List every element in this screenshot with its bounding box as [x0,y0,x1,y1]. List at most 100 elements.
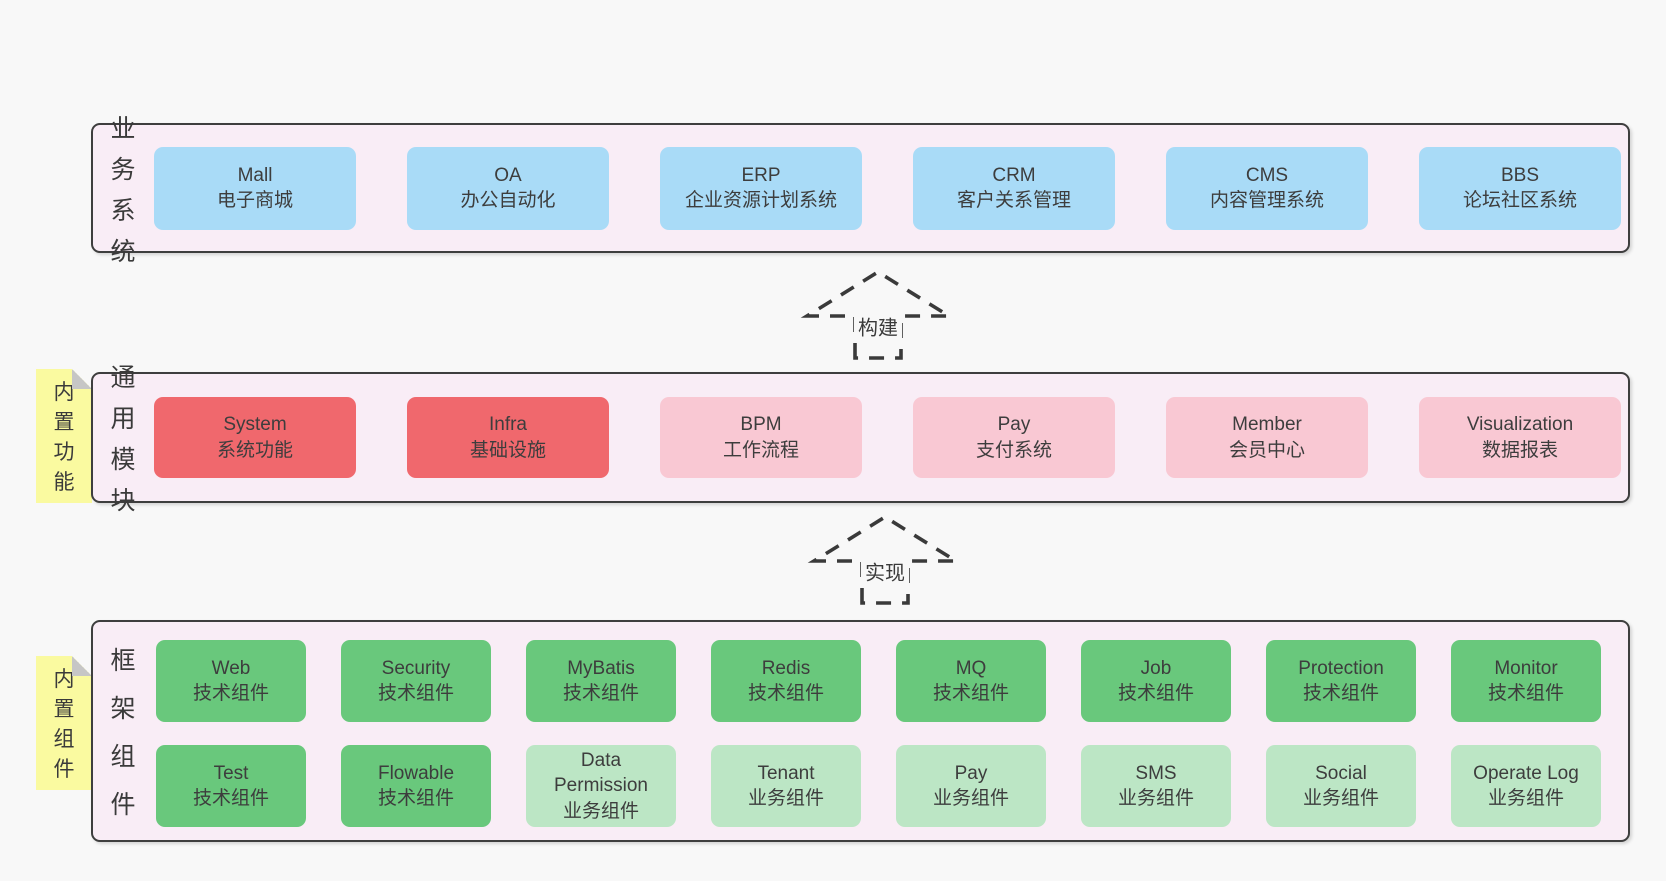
arrow-implement-label: 实现 [861,555,909,587]
module-box-title: Data Permission [554,749,648,797]
vertical-char: 统 [110,237,136,266]
module-box-protection: Protection 技术组件 [1266,640,1416,722]
vertical-char: 通 [110,364,136,392]
vertical-char: 件 [53,758,75,781]
module-box-subtitle: 业务组件 [747,788,824,809]
module-box-subtitle: 客户关系管理 [956,190,1071,211]
module-box-subtitle: 技术组件 [377,683,454,704]
module-box-subtitle: 业务组件 [932,788,1009,809]
vertical-char: 用 [110,405,136,433]
module-box-title: Pay [954,762,988,784]
vertical-char: 业 [110,114,136,143]
module-box-subtitle: 论坛社区系统 [1462,190,1577,211]
module-box-subtitle: 基础设施 [469,439,546,461]
sticky-note-label: 内置功能 [54,376,75,496]
module-box-title: SMS [1135,762,1177,784]
module-box-flowable: Flowable 技术组件 [341,745,491,827]
module-box-subtitle: 技术组件 [1487,683,1564,704]
vertical-char: 组 [53,728,75,751]
sticky-note-built-in-components: 内置组件 [36,656,92,790]
module-box-title: Visualization [1466,414,1574,436]
module-box-subtitle: 技术组件 [562,683,639,704]
layer-label: 通用模块 [93,364,153,515]
vertical-char: 系 [110,196,136,225]
module-box-subtitle: 办公自动化 [460,190,556,211]
layer-label: 框架组件 [93,622,153,840]
module-box-title: MyBatis [567,657,635,679]
module-box-title: Mall [237,164,273,186]
module-box-oa: OA 办公自动化 [407,146,609,230]
vertical-char: 内 [53,668,75,691]
sticky-note-label: 内置组件 [54,663,75,783]
module-box-title: Flowable [377,762,455,784]
module-box-subtitle: 技术组件 [747,683,824,704]
module-box-subtitle: 技术组件 [192,683,269,704]
module-box-title: Pay [997,414,1031,436]
vertical-char: 组 [110,743,136,771]
module-box-title: ERP [741,164,781,186]
module-box-title: System [223,414,287,436]
module-box-subtitle: 业务组件 [1487,788,1564,809]
vertical-char: 置 [53,698,75,721]
module-box-mall: Mall 电子商城 [154,146,356,230]
module-box-infra: Infra 基础设施 [407,397,609,478]
module-box-mybatis: MyBatis 技术组件 [526,640,676,722]
layer-label: 业务系统 [93,115,153,266]
module-box-subtitle: 技术组件 [377,788,454,809]
vertical-char: 框 [110,647,136,675]
module-box-subtitle: 系统功能 [216,439,293,461]
module-box-title: Job [1140,657,1172,679]
arrow-build-label: 构建 [854,310,902,342]
module-box-title: Social [1315,762,1367,784]
module-box-visualization: Visualization 数据报表 [1419,397,1621,478]
vertical-char: 架 [110,695,136,723]
module-box-mq: MQ 技术组件 [896,640,1046,722]
module-box-subtitle: 内容管理系统 [1209,190,1324,211]
module-box-title: Tenant [757,762,815,784]
module-box-subtitle: 电子商城 [216,190,293,211]
vertical-char: 能 [53,471,75,494]
module-box-title: Protection [1298,657,1384,679]
vertical-char: 块 [110,487,136,515]
vertical-char: 务 [110,155,136,184]
vertical-char: 置 [53,411,75,434]
module-box-subtitle: 工作流程 [722,439,799,461]
module-box-subtitle: 数据报表 [1481,439,1558,461]
vertical-char: 模 [110,446,136,474]
module-box-title: BPM [740,414,782,436]
module-box-title: Security [381,657,451,679]
module-box-subtitle: 业务组件 [1302,788,1379,809]
module-box-monitor: Monitor 技术组件 [1451,640,1601,722]
module-box-title: Infra [488,414,528,436]
vertical-char: 功 [53,441,75,464]
module-box-title: Test [213,762,249,784]
module-box-title: Member [1232,414,1302,436]
module-box-subtitle: 技术组件 [1302,683,1379,704]
module-box-pay: Pay 业务组件 [896,745,1046,827]
module-box-title: Operate Log [1473,762,1579,784]
module-box-bpm: BPM 工作流程 [660,397,862,478]
folded-corner-icon [72,656,92,676]
module-box-title: MQ [955,657,987,679]
module-box-title: Monitor [1494,657,1558,679]
vertical-char: 内 [53,381,75,404]
module-box-subtitle: 技术组件 [932,683,1009,704]
module-box-title: OA [494,164,522,186]
folded-corner-icon [72,369,92,389]
